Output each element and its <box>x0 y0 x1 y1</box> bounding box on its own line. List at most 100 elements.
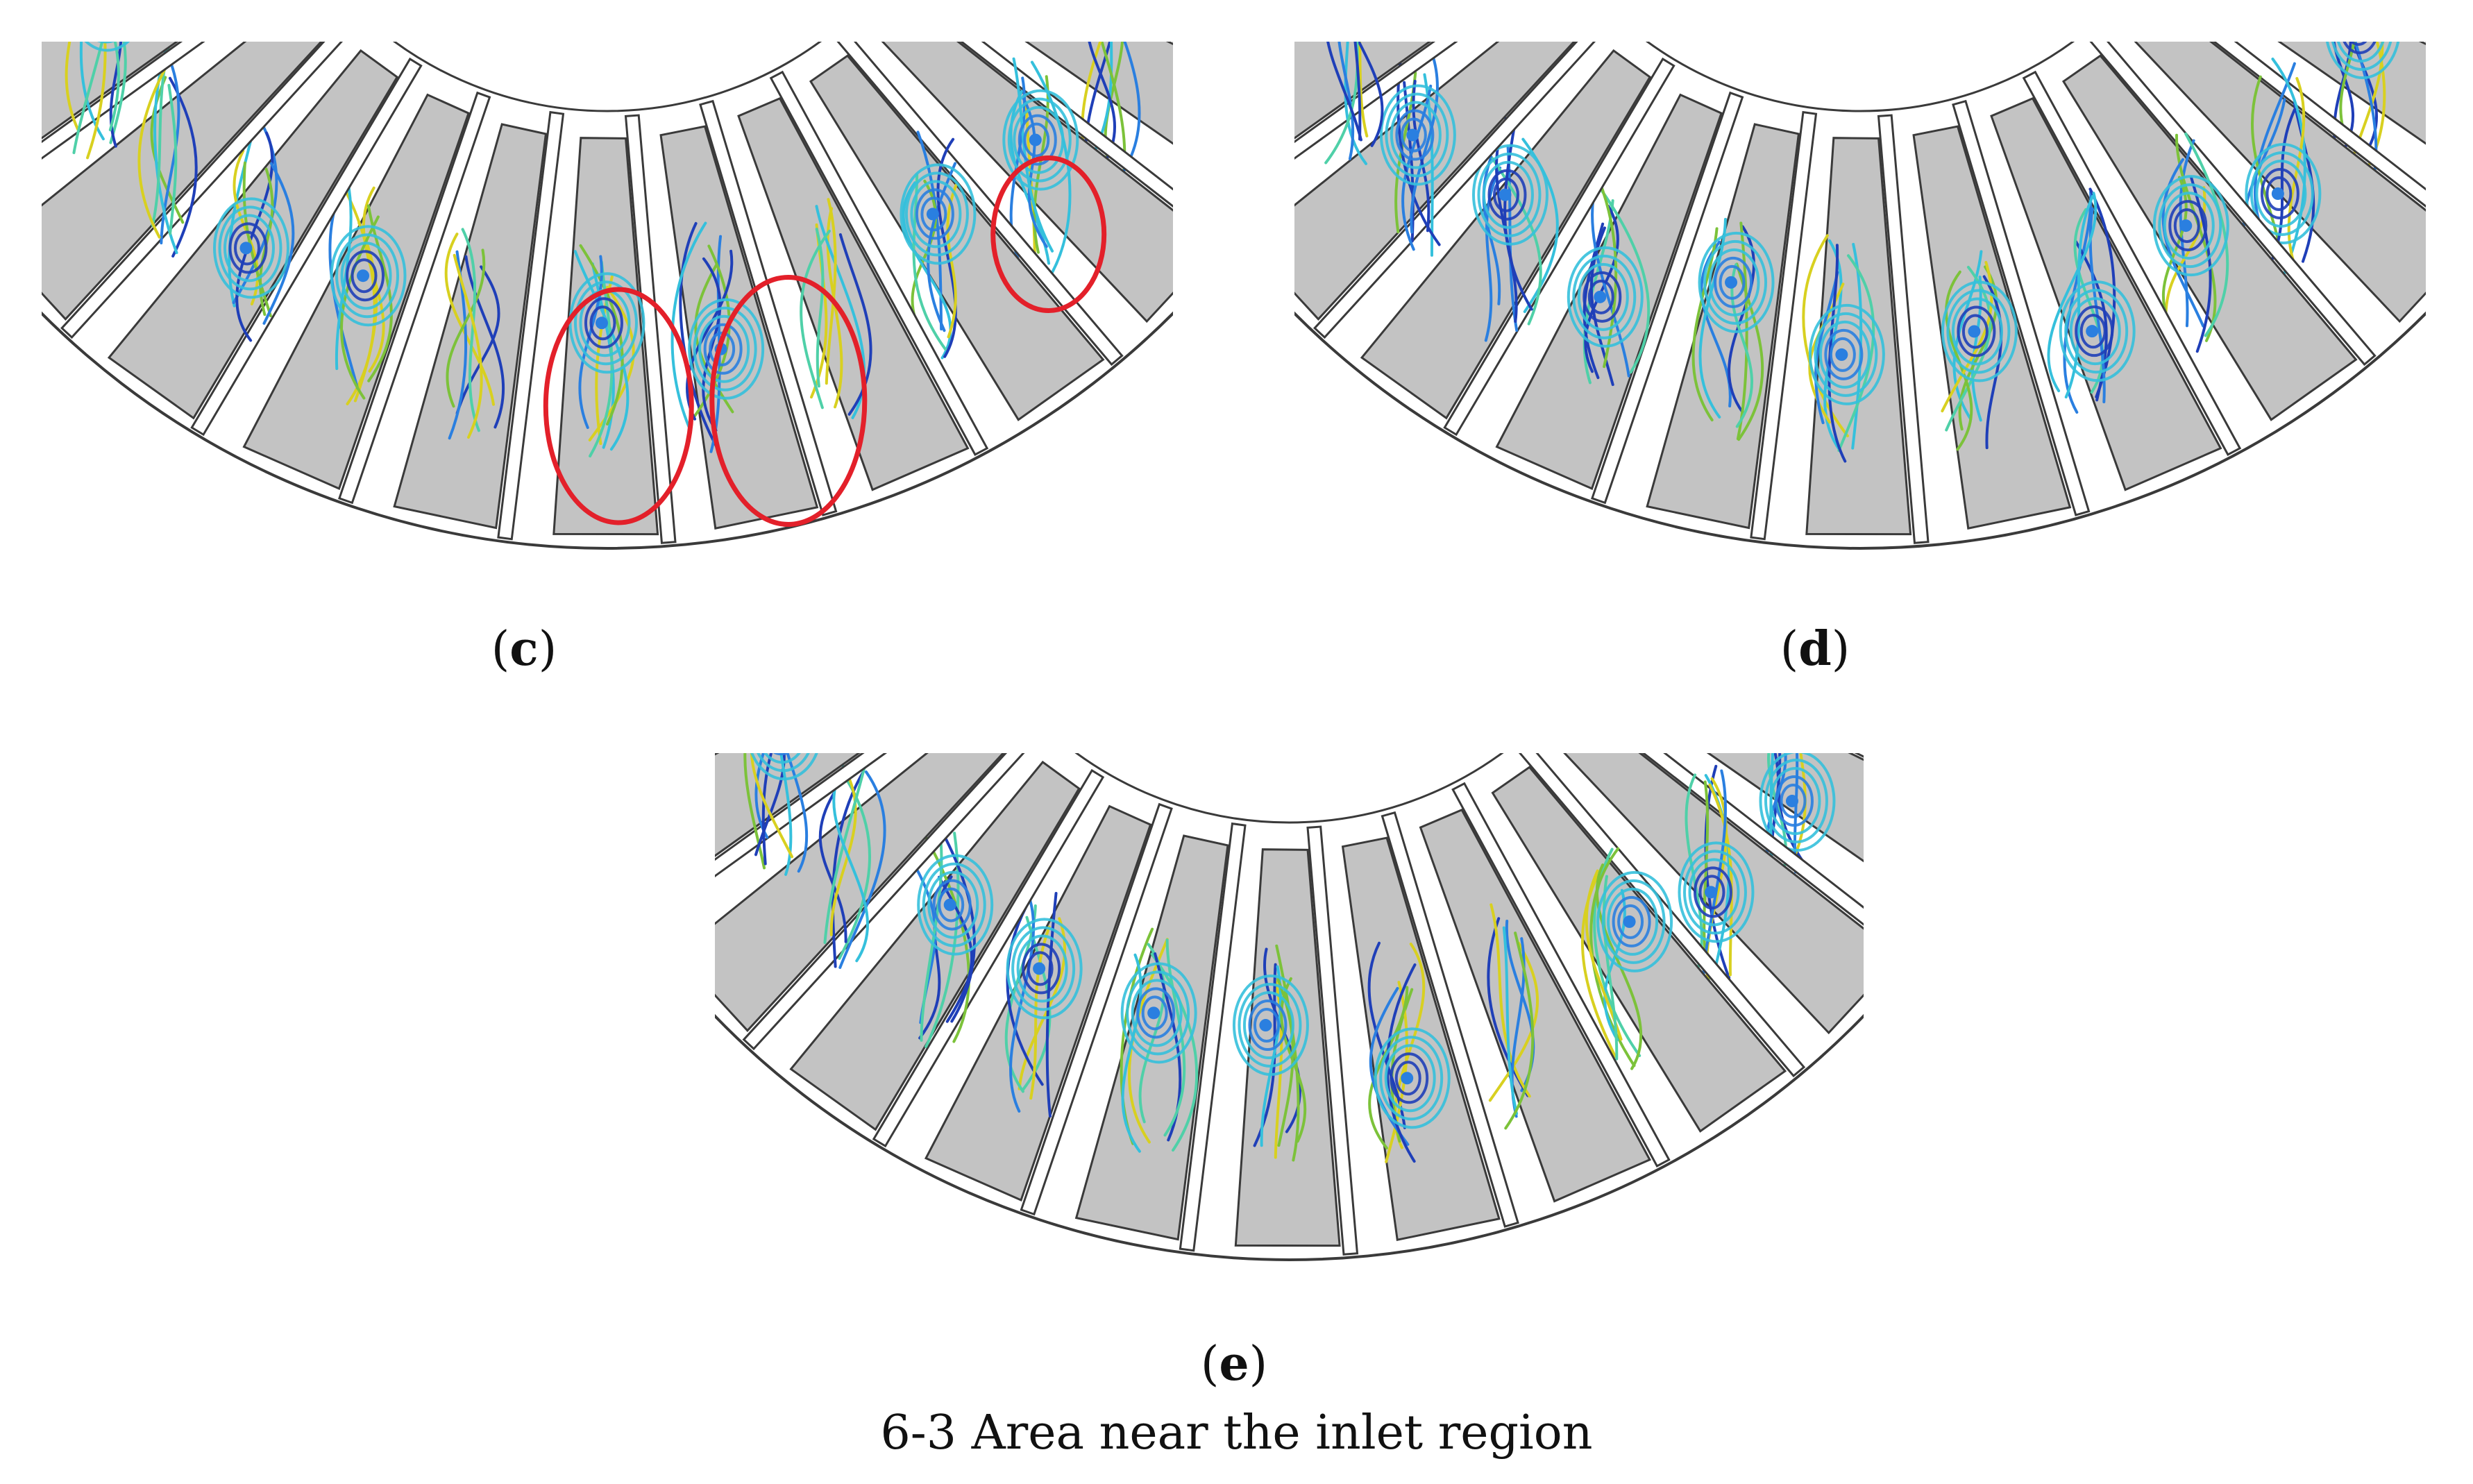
vortex-ring <box>212 197 289 299</box>
vortex-ring <box>1022 943 1061 995</box>
vortex-ring <box>1013 106 1065 174</box>
vortex-ring <box>1587 279 1614 314</box>
vortex-ring <box>1002 89 1079 191</box>
vortex-ring <box>1379 84 1456 186</box>
streamline <box>1482 155 1501 305</box>
vortex-ring <box>218 205 282 291</box>
streamline <box>444 233 495 406</box>
vortex-ring <box>346 250 385 302</box>
streamline <box>2164 186 2206 323</box>
streamline <box>589 260 614 458</box>
streamline <box>2063 190 2093 414</box>
vortex-core <box>2179 219 2193 233</box>
vortex-ring <box>1808 303 1885 405</box>
guide-vane <box>1179 822 1247 1252</box>
vortex-ring <box>920 196 947 232</box>
streamline <box>1401 84 1433 251</box>
streamline <box>1275 944 1300 1162</box>
flow-passage <box>659 125 819 530</box>
vortex-ring <box>2250 151 2314 237</box>
vortex-ring <box>2265 176 2293 212</box>
flow-passage <box>715 753 1005 1033</box>
vortex-ring <box>1131 979 1183 1047</box>
vortex-ring <box>1253 1008 1280 1043</box>
streamline <box>1814 271 1839 425</box>
streamline <box>108 42 120 132</box>
vortex-ring <box>1582 271 1622 323</box>
panel-d <box>1294 42 2426 562</box>
streamline <box>912 173 947 351</box>
vortex-core <box>1029 133 1042 146</box>
vortex-core <box>1704 886 1717 899</box>
streamline <box>446 248 486 408</box>
vortex-core <box>2086 325 2099 338</box>
vortex-ring <box>1714 256 1753 308</box>
streamline <box>167 83 178 235</box>
streamline <box>1150 952 1199 1152</box>
vortex-ring <box>2075 305 2114 357</box>
panel-label-e: (e) <box>1200 1336 1268 1392</box>
vortex-ring <box>1946 289 2011 374</box>
vortex-ring <box>1698 231 1775 333</box>
streamline <box>1597 178 1618 369</box>
flow-passage <box>1646 123 1800 530</box>
flow-passage <box>42 42 323 321</box>
guide-vane <box>1020 802 1173 1216</box>
streamline <box>1502 926 1519 1115</box>
vortex-ring <box>1764 759 1828 844</box>
streamline <box>1837 254 1875 453</box>
vortex-ring <box>228 222 268 274</box>
vortex-ring <box>1682 850 1747 935</box>
streamline <box>1410 52 1439 234</box>
streamline <box>464 255 505 429</box>
vortex-ring <box>938 887 965 922</box>
vortex-ring <box>1248 1000 1288 1052</box>
vortex-ring <box>1023 122 1050 158</box>
vortex-ring <box>1617 904 1644 939</box>
vortex-ring <box>1774 775 1814 827</box>
vortex-ring <box>2349 42 2368 47</box>
streamline <box>1592 178 1651 374</box>
guide-vane <box>1381 811 1519 1228</box>
vortex-ring <box>1601 879 1666 964</box>
streamline <box>339 180 376 405</box>
vortex-ring <box>2168 200 2208 252</box>
streamline <box>262 162 295 325</box>
streamline <box>831 770 865 968</box>
vortex-ring <box>2343 42 2377 55</box>
panel-label-c: (c) <box>491 621 557 677</box>
guide-vane <box>1877 114 1930 544</box>
inner-ring-arc <box>393 42 822 112</box>
streamline <box>800 229 831 410</box>
vortex-ring <box>1487 169 1527 221</box>
guide-vane <box>1952 99 2091 516</box>
diffuser-passages <box>42 42 1173 550</box>
vortex-ring <box>233 230 260 266</box>
streamline <box>1018 917 1067 1090</box>
vortex-ring <box>932 879 972 931</box>
streamline <box>1487 917 1530 1097</box>
vortex-ring <box>2059 280 2136 382</box>
guide-vane <box>1518 753 1806 1078</box>
streamline <box>1708 783 1733 977</box>
vortex-ring <box>1007 97 1072 183</box>
flow-field-image <box>715 753 1864 1261</box>
vortex-ring <box>922 862 986 947</box>
streamline <box>927 162 957 332</box>
vortex-ring <box>1027 951 1054 986</box>
streamline <box>1368 986 1409 1150</box>
flow-passage <box>393 123 548 530</box>
vortex-ring <box>773 753 789 756</box>
streamline <box>168 76 198 258</box>
vortex-ring <box>1018 114 1057 166</box>
streamline <box>1357 42 1384 147</box>
guide-vane <box>1854 753 1864 758</box>
vortex-ring <box>910 180 962 248</box>
streamline <box>1584 204 1619 373</box>
guide-vane <box>769 70 989 457</box>
streamline <box>1728 225 1755 414</box>
panel-e <box>715 753 1864 1274</box>
streamline <box>1353 42 1362 141</box>
streamline <box>750 753 794 859</box>
streamline <box>1358 42 1369 137</box>
